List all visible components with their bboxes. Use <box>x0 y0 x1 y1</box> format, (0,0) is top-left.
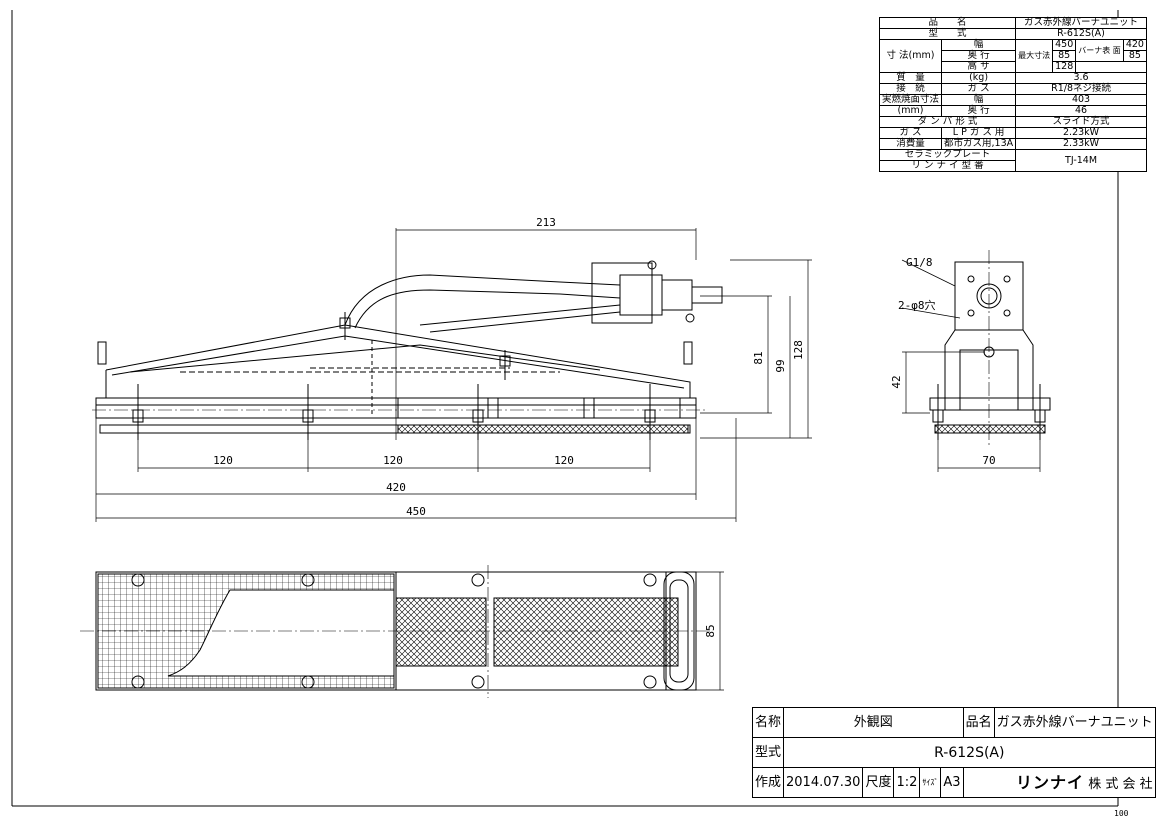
spec-effective-area-label: 実燃焼面寸法 <box>878 94 943 106</box>
spec-empty-cell <box>1075 61 1147 73</box>
spec-plate-value: TJ-14M <box>1015 149 1147 172</box>
plan-view <box>80 565 712 698</box>
spec-model-value: R-612S(A) <box>1015 28 1147 40</box>
spec-product-name-label: 品 名 <box>878 17 1017 29</box>
spec-connection-value: R1/8ネジ接続 <box>1015 83 1147 95</box>
dim-overall-height: 128 <box>792 340 805 360</box>
spec-lp-label: L P ガ ス 用 <box>941 127 1017 139</box>
spec-consumption-label-1: ガ ス <box>878 127 943 139</box>
spec-width-label: 幅 <box>941 39 1017 51</box>
plan-dimensions <box>696 571 724 691</box>
spec-max-dim-label: 最大寸法 <box>1015 39 1054 73</box>
dim-overall-length: 450 <box>406 505 426 518</box>
spec-max-width: 450 <box>1052 39 1077 51</box>
front-view <box>92 260 723 440</box>
spec-damper-label: ダ ン パ 形 式 <box>878 116 1017 128</box>
front-dimensions <box>95 228 812 522</box>
dim-pitch-2: 120 <box>383 454 403 467</box>
side-view <box>929 250 1051 445</box>
dim-top-length: 213 <box>536 216 556 229</box>
company-name: リンナイ 株 式 会 社 <box>963 767 1156 798</box>
spec-city-value: 2.33kW <box>1015 138 1147 150</box>
title-scale-label: 尺度 <box>862 767 895 798</box>
spec-burner-depth: 85 <box>1122 50 1147 62</box>
spec-product-name-value: ガス赤外線バーナユニット <box>1015 17 1147 29</box>
spec-mass-unit: (kg) <box>941 72 1017 84</box>
title-model-value: R-612S(A) <box>783 737 1156 768</box>
title-name-value: 外観図 <box>783 707 964 738</box>
dim-pitch-1: 120 <box>213 454 233 467</box>
dim-height-99: 99 <box>774 359 787 372</box>
title-product-value: ガス赤外線バーナユニット <box>993 707 1156 738</box>
spec-effective-area-unit: (mm) <box>878 105 943 117</box>
title-product-label: 品名 <box>962 707 995 738</box>
spec-burner-surface-label: バーナ表 面 <box>1075 39 1124 62</box>
title-size-value: A3 <box>940 767 964 798</box>
spec-plate-label-1: セラミックプレート <box>878 149 1017 161</box>
spec-effective-depth: 46 <box>1015 105 1147 117</box>
technical-drawing: 213 120 120 120 420 450 81 99 128 85 <box>11 10 1119 807</box>
title-created-date: 2014.07.30 <box>783 767 864 798</box>
spec-effective-width-label: 幅 <box>941 94 1017 106</box>
page-number: 100 <box>1114 809 1129 818</box>
spec-model-label: 型 式 <box>878 28 1017 40</box>
side-dimensions <box>901 259 1041 472</box>
spec-height-label: 高 サ <box>941 61 1017 73</box>
title-created-label: 作成 <box>751 767 785 798</box>
spec-mass-label: 質 量 <box>878 72 943 84</box>
spec-lp-value: 2.23kW <box>1015 127 1147 139</box>
spec-dimensions-label: 寸 法(mm) <box>878 39 943 73</box>
spec-connection-label: 接 続 <box>878 83 943 95</box>
spec-mass-value: 3.6 <box>1015 72 1147 84</box>
drawing-sheet: 213 120 120 120 420 450 81 99 128 85 <box>11 10 1156 818</box>
spec-effective-width: 403 <box>1015 94 1147 106</box>
spec-damper-value: スライド方式 <box>1015 116 1147 128</box>
spec-city-label: 都市ガス用,13A <box>941 138 1017 150</box>
spec-depth-label: 奥 行 <box>941 50 1017 62</box>
title-scale-value: 1:2 <box>893 767 921 798</box>
company-brand: リンナイ <box>1016 772 1085 792</box>
spec-consumption-label-2: 消費量 <box>878 138 943 150</box>
title-size-label: ｻｲｽﾞ <box>919 767 942 798</box>
title-name-label: 名称 <box>751 707 785 738</box>
spec-table: 品 名 ガス赤外線バーナユニット 型 式 R-612S(A) 寸 法(mm) 幅… <box>878 17 1147 172</box>
side-hole-label: 2-φ8穴 <box>898 298 936 312</box>
dim-burner-length: 420 <box>386 481 406 494</box>
spec-plate-label-2: リ ン ナ イ 型 番 <box>878 160 1017 172</box>
title-model-label: 型式 <box>751 737 785 768</box>
dim-pitch-3: 120 <box>554 454 574 467</box>
spec-burner-width: 420 <box>1122 39 1147 51</box>
spec-gas-label: ガ ス <box>941 83 1017 95</box>
dim-side-width: 70 <box>982 454 995 467</box>
side-thread-label: G1/8 <box>906 256 933 269</box>
spec-max-height: 128 <box>1052 61 1077 73</box>
dim-plan-depth: 85 <box>704 624 717 637</box>
dim-side-height: 42 <box>890 375 903 388</box>
company-suffix: 株 式 会 社 <box>1088 776 1153 792</box>
spec-max-depth: 85 <box>1052 50 1077 62</box>
spec-effective-depth-label: 奥 行 <box>941 105 1017 117</box>
dim-height-81: 81 <box>752 351 765 364</box>
title-block: 名称 外観図 品名 ガス赤外線バーナユニット 型式 R-612S(A) 作成 2… <box>751 707 1156 798</box>
